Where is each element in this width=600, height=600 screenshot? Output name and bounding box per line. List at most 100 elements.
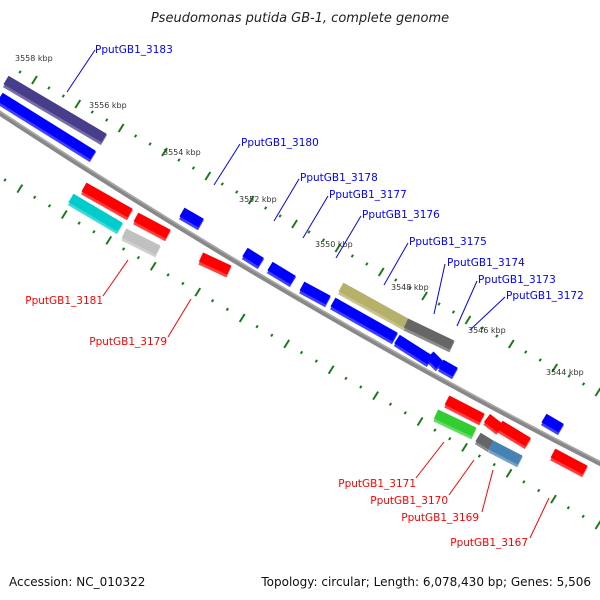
tick-mark <box>105 118 109 122</box>
tick-mark <box>408 286 412 290</box>
tick-mark <box>551 363 558 373</box>
tick-mark <box>566 505 570 510</box>
tick-mark <box>433 428 437 432</box>
forward-gene-feature[interactable] <box>241 247 265 270</box>
label-leader-line <box>66 49 96 93</box>
tick-mark <box>225 307 230 312</box>
tick-mark <box>194 287 202 297</box>
gene-label-3177[interactable]: PputGB1_3177 <box>329 189 407 201</box>
gene-label-3179[interactable]: PputGB1_3179 <box>89 336 167 348</box>
label-leader-line <box>415 441 445 479</box>
tick-mark <box>61 94 65 98</box>
tick-label: 3548 kbp <box>391 283 429 292</box>
forward-gene-feature[interactable] <box>425 351 445 372</box>
gene-label-3175[interactable]: PputGB1_3175 <box>409 236 487 248</box>
gene-label-3172[interactable]: PputGB1_3172 <box>506 290 584 302</box>
reverse-gene-feature[interactable] <box>550 448 588 478</box>
tick-mark <box>247 195 255 205</box>
tick-mark <box>550 494 557 504</box>
label-leader-line <box>213 143 241 186</box>
features <box>0 75 588 478</box>
tick-mark <box>133 134 138 138</box>
tick-mark <box>359 385 363 389</box>
label-leader-line <box>167 298 192 338</box>
tick-mark <box>278 214 282 218</box>
tick-mark <box>388 402 393 407</box>
forward-gene-feature[interactable] <box>403 318 455 353</box>
backbone-highlight <box>0 110 600 463</box>
tick-mark <box>507 339 515 349</box>
backbone <box>0 110 600 467</box>
tick-label: 3554 kbp <box>163 148 201 157</box>
tick-mark <box>537 488 541 493</box>
label-leader-line <box>448 459 475 496</box>
gene-label-3169[interactable]: PputGB1_3169 <box>401 512 479 524</box>
tick-mark <box>448 436 452 441</box>
forward-gene-feature[interactable] <box>330 297 398 345</box>
reverse-gene-feature[interactable] <box>67 193 124 235</box>
tick-mark <box>495 334 499 338</box>
forward-gene-feature[interactable] <box>178 207 205 231</box>
accession-text: Accession: NC_010322 <box>9 575 145 589</box>
gene-label-3174[interactable]: PputGB1_3174 <box>447 257 525 269</box>
tick-mark <box>421 291 428 301</box>
reverse-gene-feature[interactable] <box>121 228 161 258</box>
gene-label-3171[interactable]: PputGB1_3171 <box>338 478 416 490</box>
tick-label: 3550 kbp <box>315 240 353 249</box>
gene-label-3181[interactable]: PputGB1_3181 <box>25 295 103 307</box>
tick-mark <box>416 416 424 427</box>
tick-mark <box>594 520 600 530</box>
tick-mark <box>90 110 94 114</box>
forward-gene-feature[interactable] <box>438 359 458 380</box>
tick-mark <box>166 273 170 277</box>
label-leaders <box>66 49 550 539</box>
tick-mark <box>31 75 38 85</box>
tick-mark <box>117 123 125 133</box>
gene-label-3178[interactable]: PputGB1_3178 <box>300 172 378 184</box>
label-leader-line <box>102 259 129 297</box>
tick-mark <box>283 339 291 349</box>
forward-gene-feature[interactable] <box>266 261 297 288</box>
tick-mark <box>220 182 224 186</box>
reverse-gene-feature[interactable] <box>483 414 504 435</box>
forward-gene-feature[interactable] <box>2 75 108 146</box>
tick-track <box>3 70 600 530</box>
forward-gene-feature[interactable] <box>540 413 565 436</box>
gene-label-3176[interactable]: PputGB1_3176 <box>362 209 440 221</box>
forward-gene-feature[interactable] <box>0 92 97 163</box>
tick-mark <box>461 442 468 452</box>
tick-mark <box>181 281 185 286</box>
reverse-gene-feature[interactable] <box>81 182 133 221</box>
label-leader-line <box>302 195 329 239</box>
forward-gene-feature[interactable] <box>393 334 434 368</box>
reverse-gene-feature[interactable] <box>198 252 232 278</box>
reverse-gene-feature[interactable] <box>133 212 171 242</box>
tick-mark <box>334 243 342 253</box>
label-leader-line <box>481 469 494 513</box>
tick-mark <box>314 359 318 363</box>
gene-label-3180[interactable]: PputGB1_3180 <box>241 137 319 149</box>
tick-mark <box>191 166 196 170</box>
reverse-gene-feature[interactable] <box>474 432 495 453</box>
tick-mark <box>492 462 496 467</box>
tick-mark <box>581 514 585 519</box>
forward-gene-feature[interactable] <box>338 282 409 331</box>
gene-label-3170[interactable]: PputGB1_3170 <box>370 495 448 507</box>
reverse-gene-feature[interactable] <box>496 420 532 450</box>
tick-label: 3546 kbp <box>468 326 506 335</box>
tick-mark <box>238 313 246 323</box>
reverse-gene-feature[interactable] <box>444 395 485 426</box>
tick-mark <box>344 376 348 381</box>
tick-mark <box>464 315 472 325</box>
forward-gene-feature[interactable] <box>299 281 331 308</box>
tick-mark <box>33 195 37 200</box>
gene-label-3173[interactable]: PputGB1_3173 <box>478 274 556 286</box>
gene-label-3183[interactable]: PputGB1_3183 <box>95 44 173 56</box>
gene-label-3167[interactable]: PputGB1_3167 <box>450 537 528 549</box>
reverse-gene-feature[interactable] <box>433 409 477 440</box>
reverse-gene-feature[interactable] <box>488 440 523 468</box>
tick-mark <box>581 382 586 386</box>
map-title: Pseudomonas putida GB-1, complete genome <box>151 11 449 26</box>
tick-label: 3552 kbp <box>239 195 277 204</box>
